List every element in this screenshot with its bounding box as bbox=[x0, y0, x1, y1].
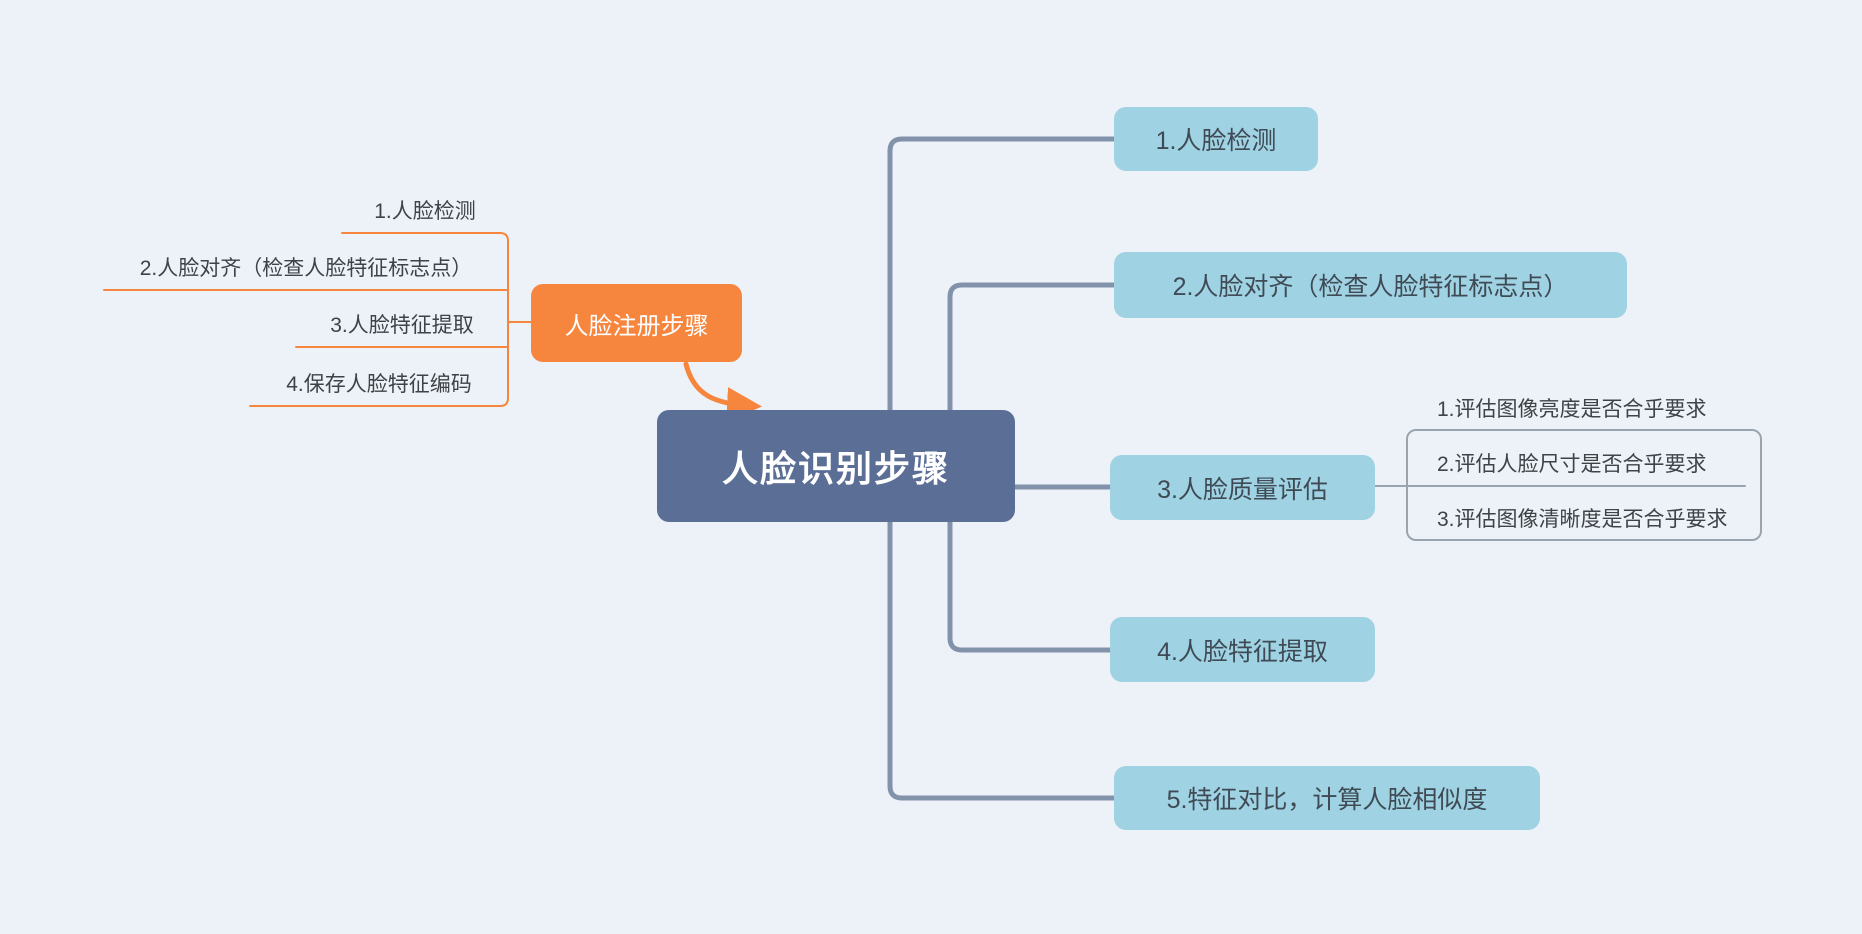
recognition-topic-1-label: 1.人脸检测 bbox=[1155, 127, 1277, 155]
recognition-topic-2[interactable]: 2.人脸对齐（检查人脸特征标志点） bbox=[1114, 252, 1627, 318]
recognition-topic-2-label: 2.人脸对齐（检查人脸特征标志点） bbox=[1172, 273, 1569, 301]
quality-subtopic-lines bbox=[1374, 429, 1762, 541]
register-item-4[interactable]: 4.保存人脸特征编码 bbox=[286, 373, 472, 396]
quality-subtopic-2[interactable]: 2.评估人脸尺寸是否合乎要求 bbox=[1437, 453, 1707, 476]
register-item-1[interactable]: 1.人脸检测 bbox=[374, 200, 476, 223]
recognition-topic-3-label: 3.人脸质量评估 bbox=[1157, 475, 1328, 504]
recognition-topic-1[interactable]: 1.人脸检测 bbox=[1114, 107, 1318, 171]
root-topic[interactable]: 人脸识别步骤 bbox=[657, 410, 1015, 522]
recognition-topic-3[interactable]: 3.人脸质量评估 bbox=[1110, 455, 1375, 520]
root-topic-label: 人脸识别步骤 bbox=[721, 448, 950, 489]
register-topic-label: 人脸注册步骤 bbox=[564, 312, 709, 340]
register-to-root-arrow-icon bbox=[683, 361, 762, 423]
register-topic[interactable]: 人脸注册步骤 bbox=[531, 284, 742, 362]
recognition-topic-5[interactable]: 5.特征对比，计算人脸相似度 bbox=[1114, 766, 1540, 830]
recognition-topic-4-label: 4.人脸特征提取 bbox=[1157, 637, 1328, 666]
quality-subtopic-3[interactable]: 3.评估图像清晰度是否合乎要求 bbox=[1437, 508, 1728, 531]
register-item-2[interactable]: 2.人脸对齐（检查人脸特征标志点） bbox=[139, 257, 473, 280]
register-branch-lines bbox=[103, 232, 532, 407]
register-item-3[interactable]: 3.人脸特征提取 bbox=[330, 314, 474, 337]
recognition-topic-5-label: 5.特征对比，计算人脸相似度 bbox=[1166, 786, 1488, 814]
quality-subtopic-1[interactable]: 1.评估图像亮度是否合乎要求 bbox=[1437, 398, 1707, 421]
recognition-topic-4[interactable]: 4.人脸特征提取 bbox=[1110, 617, 1375, 682]
